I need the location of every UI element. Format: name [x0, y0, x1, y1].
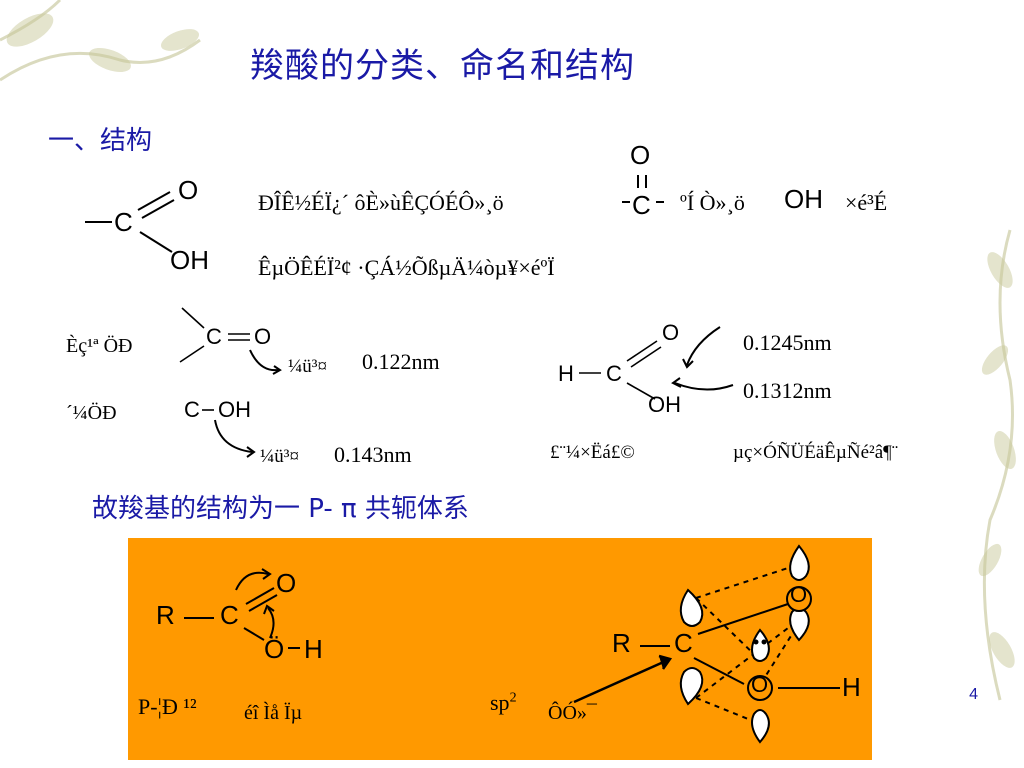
page-title: 羧酸的分类、命名和结构	[250, 46, 635, 86]
orbital-oxygen-hydroxyl: O	[751, 672, 769, 697]
bond-length-co-single: 0.143nm	[334, 442, 412, 467]
garbled-line-2: ÊµÖÊÉÏ²¢ ·ÇÁ½ÕßµÄ¼òµ¥×éºÏ	[258, 255, 555, 280]
conjugation-panel: R C O Ö H P-¦Ð ¹² éî Ìå Ïµ R C O O H sp2…	[128, 538, 872, 760]
bond-label-2: ¼ü³¤	[260, 446, 299, 467]
garbled-line-1a: ÐÎÊ½ÉÏ¿´ ôÈ»ùÊÇÓÉÔ»¸ö	[258, 190, 504, 215]
orbital-r: R	[612, 628, 631, 658]
formic-label: £¨¼×Ëá£©	[550, 442, 635, 463]
orbital-carbon: C	[674, 628, 693, 658]
formic-acid-structure	[579, 326, 734, 400]
alcohol-c: C	[184, 397, 200, 422]
ketone-c: C	[206, 324, 222, 349]
sp2-label: sp2	[490, 690, 517, 715]
formic-c: C	[606, 361, 622, 386]
formic-o: O	[662, 320, 680, 345]
label-alcohol: ´¼ÖÐ	[66, 402, 117, 424]
panel-hydroxyl-h: H	[304, 634, 323, 664]
electron-diffraction-label: µç×ÓÑÜÉäÊµÑé²â¶¨	[733, 442, 899, 463]
panel-oxygen: O	[276, 568, 297, 598]
panel-carbon: C	[220, 600, 239, 630]
carbonyl-c: C	[632, 190, 651, 220]
conjugation-label: éî Ìå Ïµ	[244, 702, 303, 724]
orbital-hydrogen: H	[842, 672, 861, 702]
formic-h: H	[558, 361, 574, 386]
comparison-structures	[179, 307, 282, 458]
orbital-oxygen-carbonyl: O	[790, 582, 808, 607]
hydroxyl-oh: OH	[784, 184, 823, 214]
conclusion-text: 故羧基的结构为一 P- π 共轭体系	[92, 494, 469, 524]
alcohol-oh: OH	[218, 397, 251, 422]
atom-c: C	[114, 207, 133, 237]
formic-bond-single: 0.1312nm	[743, 378, 832, 403]
p-pi-label: P-¦Ð ¹²	[138, 694, 197, 719]
atom-o: O	[178, 175, 199, 205]
bond-length-co-double: 0.122nm	[362, 349, 440, 374]
section-heading: 一、结构	[48, 126, 153, 156]
formic-bond-double: 0.1245nm	[743, 330, 832, 355]
page-number: 4	[969, 686, 978, 703]
formic-oh: OH	[648, 392, 681, 417]
garbled-line-1b: ºÍ Ò»¸ö	[680, 190, 745, 215]
bond-label-1: ¼ü³¤	[288, 356, 327, 377]
r-group: R	[156, 600, 175, 630]
conjugation-diagram	[184, 544, 840, 744]
atom-oh: OH	[170, 245, 209, 275]
carboxyl-structure	[85, 191, 175, 253]
ketone-o: O	[254, 324, 272, 349]
garbled-line-1c: ×é³É	[845, 190, 888, 215]
panel-hydroxyl-o: Ö	[264, 634, 285, 664]
label-ketone: Èç¹ª ÖÐ	[66, 335, 133, 357]
carbonyl-o: O	[630, 140, 651, 170]
hybrid-label: ÔÓ»¯	[548, 702, 597, 724]
carbonyl-mid	[622, 175, 664, 203]
